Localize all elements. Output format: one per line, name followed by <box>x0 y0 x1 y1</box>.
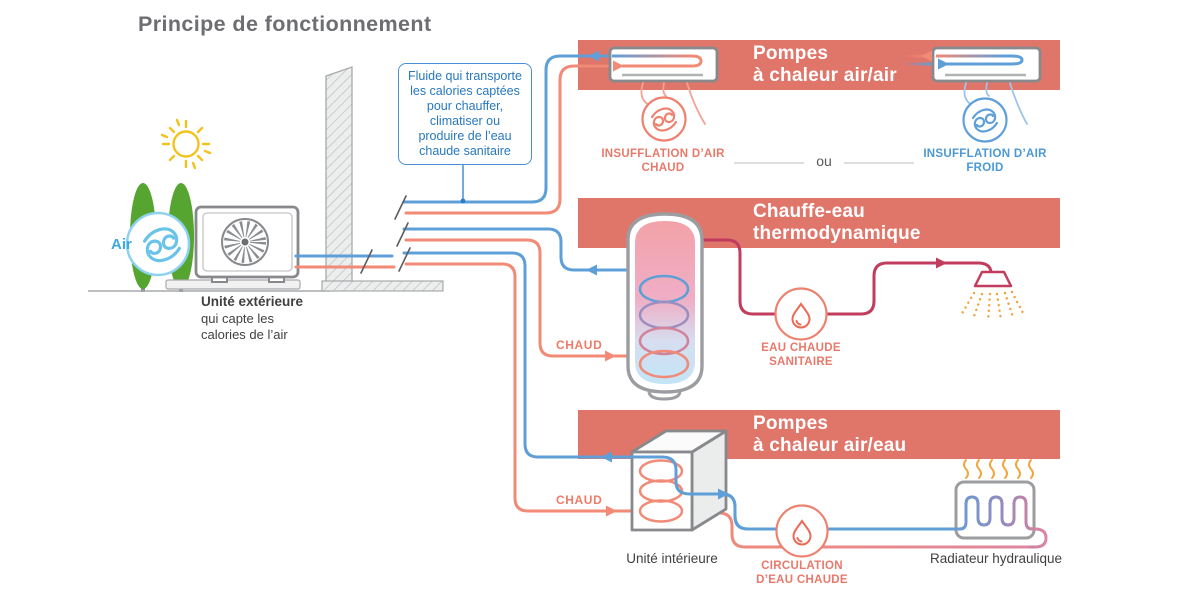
wall <box>325 66 353 284</box>
label-insufflation-froid: INSUFFLATION D’AIR FROID <box>923 148 1047 174</box>
air-label: Air <box>111 236 132 253</box>
sun-icon <box>160 118 212 170</box>
indoor-unit-drawing <box>630 429 728 532</box>
page-title: Principe de fonctionnement <box>138 12 432 36</box>
pipe-break-marks <box>360 195 411 274</box>
outdoor-unit-caption-body: qui capte les calories de l’air <box>201 311 288 342</box>
label-ou: ou <box>816 153 832 169</box>
label-eau-chaude-sanitaire: EAU CHAUDE SANITAIRE <box>761 342 841 368</box>
wall-unit-hot <box>608 46 719 83</box>
air-circle <box>125 211 191 277</box>
radiator-serpentine <box>942 495 1048 549</box>
fan-icon <box>221 218 269 266</box>
unit-platform <box>165 279 301 290</box>
banner-water-heater-title: Chauffe-eau thermodynamique <box>753 201 921 245</box>
outdoor-unit-caption-title: Unité extérieure <box>201 294 304 309</box>
flow-arrows <box>586 50 949 517</box>
label-circulation-eau-chaude: CIRCULATION D’EAU CHAUDE <box>756 560 848 586</box>
pipe-aireau-cold-over <box>536 455 750 531</box>
pipe-radiator-return <box>650 511 1032 549</box>
pipe-aireau-hot <box>404 262 652 513</box>
pipe-sanitary <box>681 238 993 316</box>
shower-head-icon <box>958 270 1025 323</box>
wall-unit-cold <box>903 46 1042 83</box>
heat-waves-icon <box>963 459 1034 479</box>
pipe-airair-hot <box>404 64 618 215</box>
label-unite-interieure: Unité intérieure <box>626 551 718 566</box>
callout-text: Fluide qui transporte les calories capté… <box>408 69 522 158</box>
circulation-circle <box>775 504 829 558</box>
shower-spray <box>958 290 1025 323</box>
label-chaud-tank: CHAUD <box>556 338 603 352</box>
ground-hatch <box>321 280 444 292</box>
pipe-tank-hot <box>404 238 642 358</box>
label-insufflation-chaud: INSUFFLATION D’AIR CHAUD <box>601 148 725 174</box>
label-radiateur-hydraulique: Radiateur hydraulique <box>929 551 1063 566</box>
outdoor-unit-drawing <box>194 205 300 283</box>
label-chaud-indoor: CHAUD <box>556 493 603 507</box>
banner-air-eau-title: Pompes à chaleur air/eau <box>753 413 907 457</box>
sanitary-water-circle <box>774 287 828 341</box>
radiator-drawing <box>942 459 1048 549</box>
water-tank-drawing <box>626 212 704 401</box>
tank-coil <box>638 274 690 379</box>
banner-air-air-title: Pompes à chaleur air/air <box>753 43 897 87</box>
callout-box: Fluide qui transporte les calories capté… <box>398 63 532 165</box>
pipe-tank-cold <box>402 227 652 272</box>
pipe-airair-cold <box>402 54 612 204</box>
